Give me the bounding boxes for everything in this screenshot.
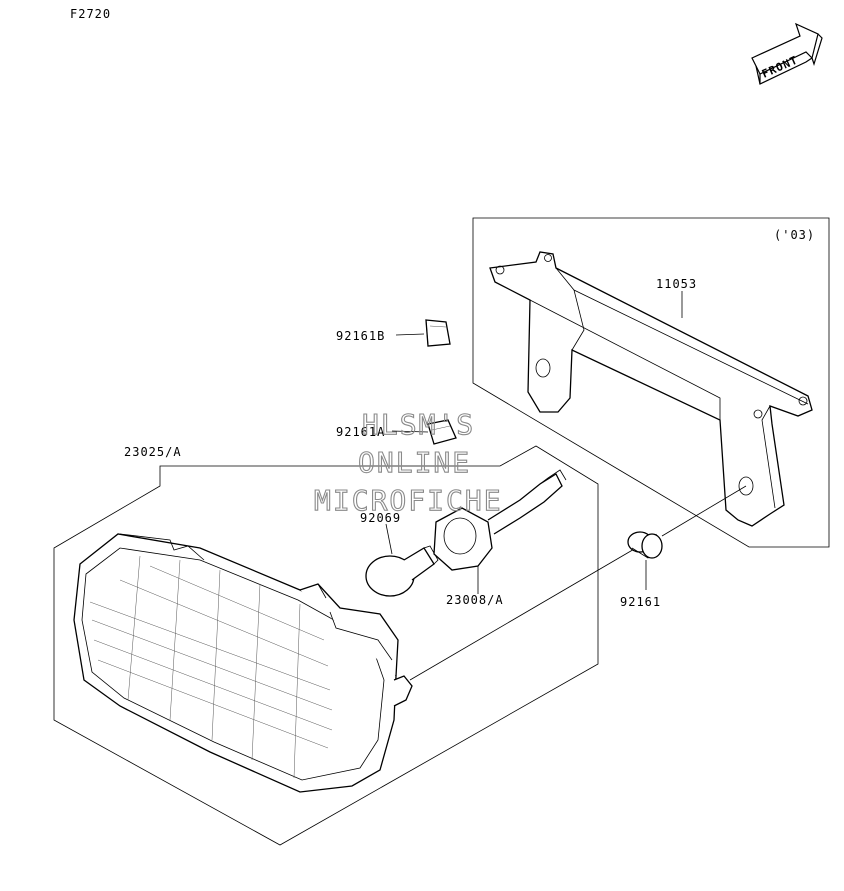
grommet-92161: [627, 531, 663, 559]
watermark-line-3: MICROFICHE: [314, 484, 503, 517]
bulb-92069: [365, 545, 439, 597]
callout-92161B: 92161B: [336, 329, 385, 343]
tail-lamp-assembly: [73, 533, 413, 793]
front-label: FRONT: [760, 53, 800, 80]
bracket-frame: [472, 217, 830, 548]
damper-92161A: [427, 419, 457, 445]
watermark-line-1: HLSM'S: [362, 408, 475, 441]
damper-92161B: [425, 319, 451, 347]
callout-11053: 11053: [656, 277, 697, 291]
callout-23008A: 23008/A: [446, 593, 504, 607]
callout-92161: 92161: [620, 595, 661, 609]
front-arrow-icon: FRONT: [751, 22, 823, 85]
watermark-line-2: ONLINE: [358, 446, 471, 479]
watermark: HLSM'S ONLINE MICROFICHE: [313, 407, 503, 517]
callout-92161A: 92161A: [336, 425, 385, 439]
lamp-frame: [53, 445, 599, 846]
figure-code: F2720: [70, 7, 111, 21]
callout-92069: 92069: [360, 511, 401, 525]
socket-23008A: [433, 469, 567, 571]
year-note: ('03): [774, 228, 815, 242]
bracket-11053: [489, 251, 813, 527]
callout-23025A: 23025/A: [124, 445, 182, 459]
